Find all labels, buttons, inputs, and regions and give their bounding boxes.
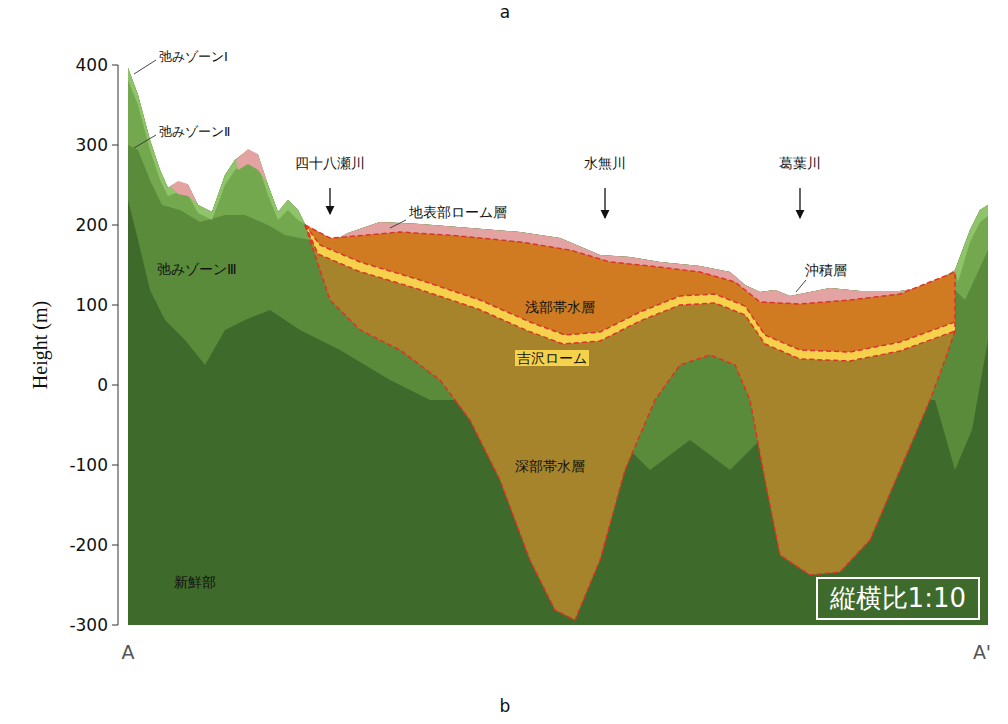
tick-label: 200 xyxy=(76,215,108,235)
tick-label: 400 xyxy=(76,55,108,75)
region-label: 葛葉川 xyxy=(779,155,821,172)
boundary-line xyxy=(305,225,955,620)
region-label: 地表部ローム層 xyxy=(409,204,507,221)
tick-label: 300 xyxy=(76,135,108,155)
river-arrow xyxy=(330,188,800,218)
tick-label: -200 xyxy=(69,535,108,555)
region-label: A' xyxy=(973,641,991,664)
region-label: A xyxy=(122,641,135,664)
region-label: 深部帯水層 xyxy=(515,458,585,475)
region-label: b xyxy=(500,696,511,716)
region-label: 浅部帯水層 xyxy=(525,299,595,316)
region-label: 弛みゾーンⅡ xyxy=(159,124,230,140)
surface-loam xyxy=(170,181,197,203)
region-label: 沖積層 xyxy=(805,262,847,279)
region-label: 水無川 xyxy=(584,155,626,172)
deep-aquifer xyxy=(305,225,955,620)
region-label: 弛みゾーンⅢ xyxy=(157,261,237,278)
tick-label: 100 xyxy=(76,295,108,315)
note-box: 縦横比1:10 xyxy=(816,577,980,620)
tick-label: -100 xyxy=(69,455,108,475)
y-axis xyxy=(112,65,118,625)
note-text: 縦横比1:10 xyxy=(830,583,966,614)
axis-title: Height (m) xyxy=(28,301,52,389)
fresh-zone xyxy=(128,68,988,625)
surface-loam xyxy=(236,149,267,182)
region-label: 四十八瀬川 xyxy=(295,155,365,172)
region-label: 吉沢ローム xyxy=(515,350,589,367)
region-label: a xyxy=(500,2,510,22)
tick-label: 0 xyxy=(97,375,108,395)
leader-line xyxy=(134,60,806,292)
loosened-zone-1 xyxy=(955,205,988,282)
region-label: 弛みゾーンⅠ xyxy=(159,49,228,65)
yoshizawa-loam xyxy=(305,225,955,361)
tick-label: -300 xyxy=(69,615,108,635)
loosened-zone-1 xyxy=(128,68,305,224)
region-label: 新鮮部 xyxy=(174,574,216,591)
